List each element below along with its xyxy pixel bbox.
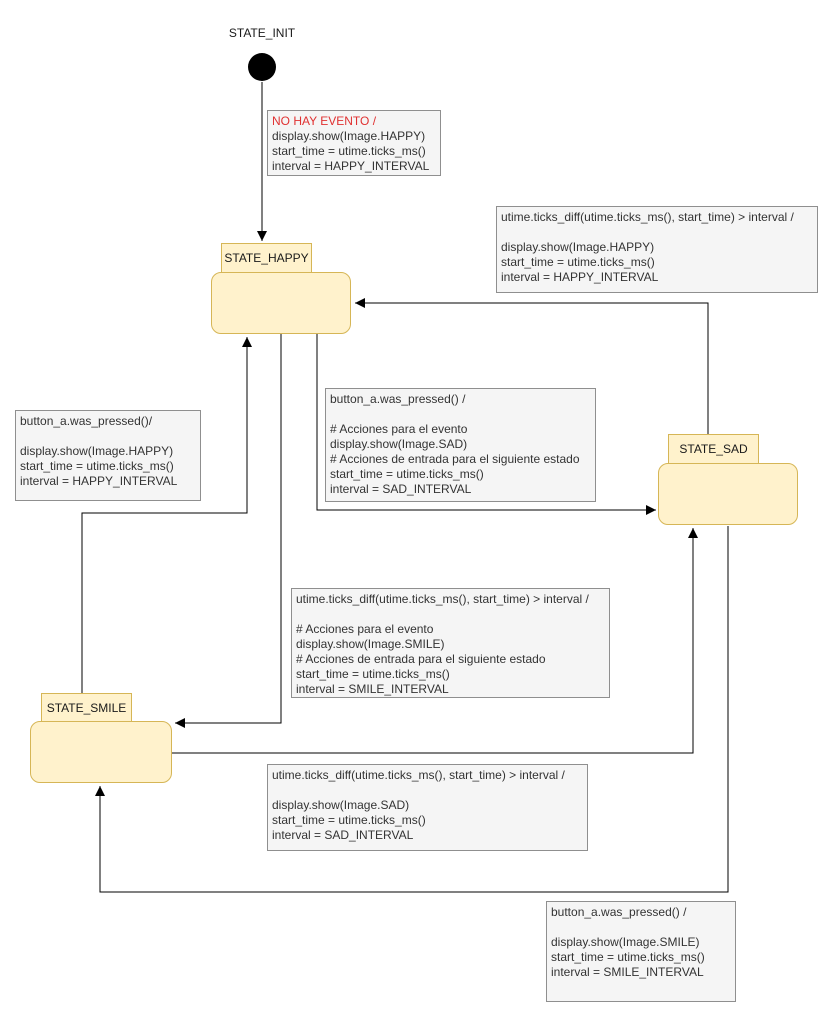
transition-actions: display.show(Image.SMILE) start_time = u… [551,935,705,979]
transition-event: utime.ticks_diff(utime.ticks_ms(), start… [501,210,794,224]
connector-smile-to-sad[interactable] [172,528,698,754]
state-smile-tab[interactable]: STATE_SMILE [41,693,132,721]
state-happy-label: STATE_HAPPY [224,251,309,265]
transition-event: NO HAY EVENTO / [272,114,377,128]
transition-actions: display.show(Image.HAPPY) start_time = u… [501,240,659,284]
transition-label-sad-to-happy[interactable]: utime.ticks_diff(utime.ticks_ms(), start… [496,206,818,293]
transition-event: utime.ticks_diff(utime.ticks_ms(), start… [296,592,589,606]
state-happy-tab[interactable]: STATE_HAPPY [221,243,312,272]
connector-happy-to-smile[interactable] [175,334,282,728]
transition-event: utime.ticks_diff(utime.ticks_ms(), start… [272,768,565,782]
state-happy-body[interactable] [211,272,351,334]
transition-label-init-to-happy[interactable]: NO HAY EVENTO / display.show(Image.HAPPY… [267,110,441,176]
transition-actions: display.show(Image.SAD) start_time = uti… [272,798,426,842]
transition-label-smile-to-happy[interactable]: button_a.was_pressed()/ display.show(Ima… [15,410,201,501]
connector-sad-to-happy[interactable] [355,298,709,434]
state-smile-label: STATE_SMILE [46,700,127,715]
transition-actions: display.show(Image.HAPPY) start_time = u… [272,129,430,173]
transition-event: button_a.was_pressed() / [330,392,466,406]
transition-actions: # Acciones para el evento display.show(I… [296,622,546,696]
transition-event: button_a.was_pressed() / [551,905,687,919]
transition-label-sad-to-smile[interactable]: button_a.was_pressed() / display.show(Im… [546,901,736,1002]
state-sad-body[interactable] [658,463,798,525]
state-smile-body[interactable] [30,721,172,783]
state-init-dot[interactable] [248,53,276,81]
transition-event: button_a.was_pressed()/ [20,414,153,428]
connector-happy-to-sad[interactable] [316,334,656,515]
transition-label-happy-to-sad[interactable]: button_a.was_pressed() / # Acciones para… [325,388,596,502]
state-sad-tab[interactable]: STATE_SAD [668,434,759,463]
state-sad-label: STATE_SAD [679,442,748,456]
transition-label-happy-to-smile[interactable]: utime.ticks_diff(utime.ticks_ms(), start… [291,588,610,698]
transition-actions: # Acciones para el evento display.show(I… [330,422,580,496]
connector-smile-to-happy[interactable] [81,337,252,693]
state-init-label: STATE_INIT [228,26,296,40]
transition-label-smile-to-sad[interactable]: utime.ticks_diff(utime.ticks_ms(), start… [267,764,588,851]
transition-actions: display.show(Image.HAPPY) start_time = u… [20,444,178,488]
connector-sad-to-smile[interactable] [95,526,729,893]
